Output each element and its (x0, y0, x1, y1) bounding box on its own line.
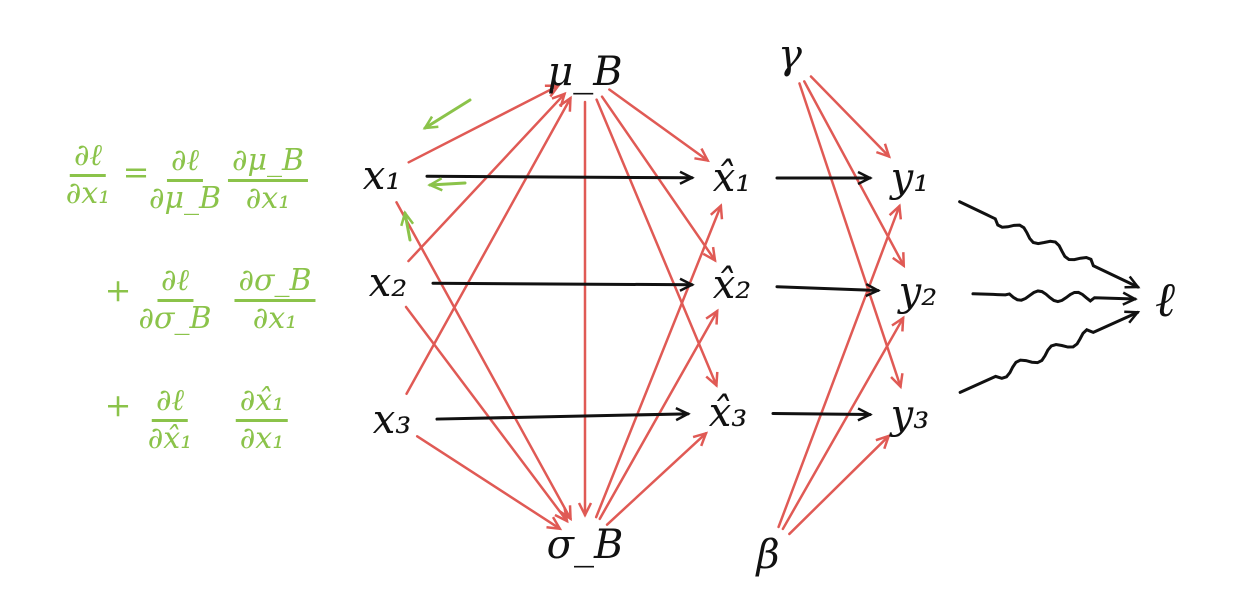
lhs-numerator: ∂ℓ (69, 138, 106, 177)
edge-xh3-to-y3-arrowhead (857, 407, 873, 422)
edge-gamma-to-y1 (809, 75, 891, 158)
edge-x2-to-xh2-arrowhead (679, 277, 695, 292)
term2-factor2: ∂σ_B∂x₁ (234, 263, 316, 336)
edge-sigma-to-xh3 (605, 432, 708, 526)
edge-gamma-to-y3-arrowhead (890, 373, 904, 390)
wavy-edge-y3-to-loss (958, 310, 1140, 394)
edge-xh3-to-y3 (771, 411, 872, 417)
gradient-arrow-1 (423, 98, 472, 130)
gradient-arrow-1-arrowhead (422, 115, 439, 130)
wavy-edge-y2-to-loss-arrowhead (1122, 291, 1138, 306)
edge-mu-to-xh3 (595, 98, 718, 387)
edge-x3-to-mu (405, 96, 572, 396)
node-sigma-b: σ_B (546, 522, 624, 568)
node-mu-b: μ_B (547, 49, 623, 95)
term1-factor1: ∂ℓ∂μ_B (145, 143, 225, 216)
wavy-edge-y1-to-loss (958, 200, 1140, 289)
gradient-arrow-2 (428, 181, 467, 187)
denominator: ∂σ_B (138, 300, 212, 336)
edge-x3-to-sigma (415, 435, 562, 530)
edge-xh1-to-y1-arrowhead (857, 170, 873, 186)
denominator: ∂x̂₁ (147, 420, 193, 456)
edge-sigma-to-xh3-arrowhead (692, 431, 709, 447)
formula-lhs: ∂ℓ∂x₁ (62, 138, 114, 211)
edge-beta-to-y2-arrowhead (891, 315, 905, 332)
edge-sigma-to-xh1-arrowhead (709, 203, 724, 220)
edge-x1-to-mu-arrowhead (544, 84, 561, 98)
edge-mu-to-xh1 (608, 88, 709, 162)
edge-sigma-to-xh2-arrowhead (705, 308, 719, 325)
edge-gamma-to-y2 (803, 80, 905, 267)
node-gamma: γ (778, 32, 802, 78)
edge-beta-to-y1 (777, 204, 901, 529)
edge-x2-to-sigma (404, 305, 569, 523)
edge-x2-to-xh2 (431, 281, 694, 287)
denominator: ∂x₁ (239, 420, 285, 456)
term2-factor1: ∂ℓ∂σ_B (134, 263, 215, 336)
plus-sign: + (104, 271, 132, 309)
plus-sign: + (104, 386, 132, 424)
edge-beta-to-y1-arrowhead (888, 203, 903, 220)
term3-factor1: ∂ℓ∂x̂₁ (144, 383, 196, 456)
gradient-arrow-3 (403, 211, 412, 242)
wavy-edge-y1-to-loss-arrowhead (1124, 275, 1141, 289)
denominator: ∂x₁ (245, 180, 291, 216)
edge-mu-to-xh2-arrowhead (702, 246, 717, 263)
edge-x3-to-mu-arrowhead (558, 95, 572, 112)
numerator: ∂ℓ (156, 263, 194, 302)
wavy-edge-y3-to-loss-arrowhead (1124, 310, 1141, 324)
edge-x2-to-mu-arrowhead (551, 91, 567, 108)
edge-x2-to-sigma-arrowhead (554, 507, 569, 524)
denominator: ∂μ_B (148, 180, 222, 216)
numerator: ∂σ_B (234, 263, 316, 302)
node-xhat3: x̂₃ (708, 390, 748, 436)
edge-beta-to-y3 (788, 434, 890, 536)
node-y1: y₁ (890, 155, 930, 201)
gradient-arrow-3-arrowhead (400, 210, 415, 227)
denominator: ∂x₁ (252, 300, 298, 336)
edge-x1-to-mu (407, 84, 560, 164)
numerator: ∂ℓ (166, 143, 203, 182)
edge-mu-to-sigma-arrowhead (577, 502, 593, 518)
edge-x1-to-sigma-arrowhead (558, 505, 572, 522)
lhs-denominator: ∂x₁ (65, 175, 111, 211)
node-xhat1: x̂₁ (712, 155, 752, 201)
edge-mu-to-xh3-arrowhead (705, 371, 719, 388)
equals-sign: = (122, 153, 150, 191)
edge-xh2-to-y2 (775, 285, 880, 292)
edge-gamma-to-y3 (798, 82, 902, 388)
edge-x1-to-xh1-arrowhead (679, 170, 695, 185)
edge-mu-to-xh1-arrowhead (694, 147, 710, 163)
gradient-arrow-2-arrowhead (427, 177, 443, 192)
numerator: ∂ℓ (151, 383, 188, 422)
node-x2: x₂ (368, 260, 408, 306)
edge-x3-to-sigma-arrowhead (546, 516, 563, 531)
edge-gamma-to-y1-arrowhead (875, 143, 892, 159)
numerator: ∂μ_B (227, 143, 309, 182)
edge-x3-to-xh3 (435, 412, 690, 421)
edge-x3-to-xh3-arrowhead (675, 406, 691, 422)
node-x1: x₁ (362, 153, 402, 199)
edge-beta-to-y3-arrowhead (875, 434, 891, 450)
node-x3: x₃ (372, 397, 412, 443)
node-loss: ℓ (1155, 272, 1175, 328)
edge-beta-to-y2 (781, 316, 905, 531)
edge-gamma-to-y2-arrowhead (892, 252, 906, 269)
node-beta: β (756, 532, 780, 578)
node-y2: y₂ (898, 269, 938, 315)
numerator: ∂x̂₁ (235, 383, 289, 422)
node-y3: y₃ (890, 392, 930, 438)
node-xhat2: x̂₂ (712, 262, 752, 308)
edge-x1-to-sigma (395, 201, 572, 520)
edge-sigma-to-xh1 (594, 204, 723, 519)
term3-factor2: ∂x̂₁∂x₁ (235, 383, 289, 456)
edge-xh2-to-y2-arrowhead (865, 282, 881, 298)
term1-factor2: ∂μ_B∂x₁ (227, 143, 309, 216)
wavy-edge-y2-to-loss (971, 289, 1137, 304)
edge-x1-to-xh1 (425, 174, 694, 180)
